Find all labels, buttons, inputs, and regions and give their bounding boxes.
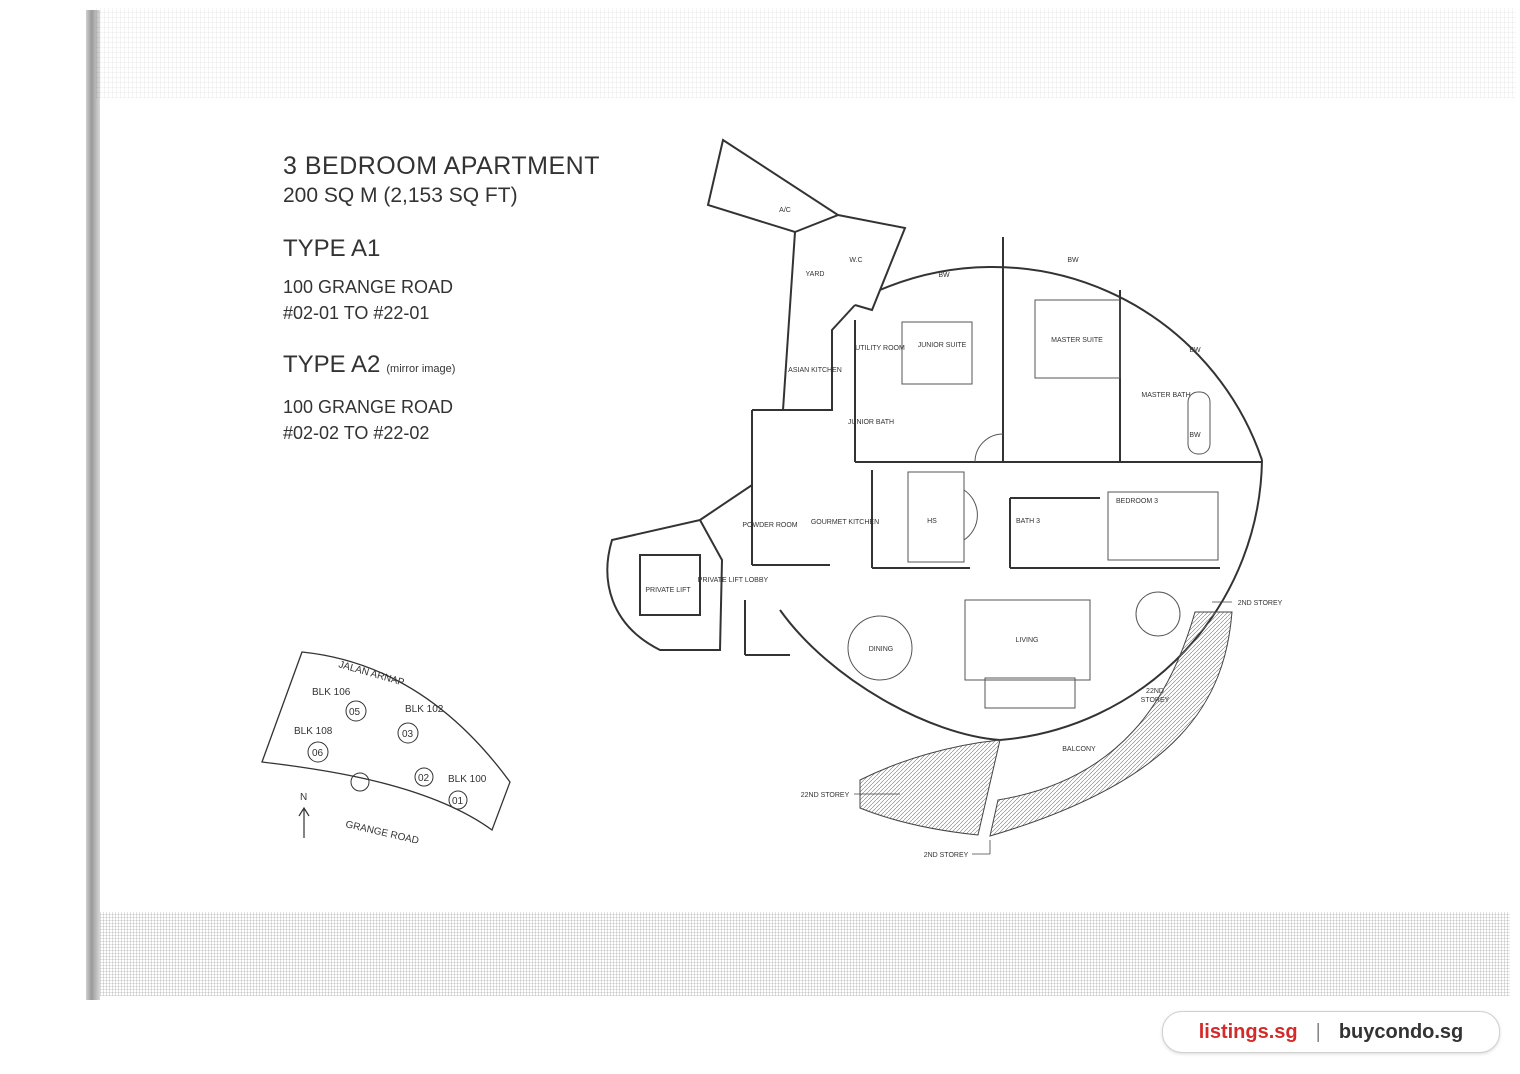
yard-wall bbox=[781, 231, 856, 411]
site-plan: JALAN ARNAP GRANGE ROAD BLK 106 BLK 102 … bbox=[261, 651, 511, 847]
label-ac: A/C bbox=[779, 207, 791, 214]
side-table bbox=[1135, 591, 1181, 637]
sofa bbox=[984, 677, 1076, 709]
label-yard: YARD bbox=[806, 271, 825, 278]
type-a2-name: TYPE A2(mirror image) bbox=[283, 351, 456, 378]
unit-info: 3 BEDROOM APARTMENT 200 SQ M (2,153 SQ F… bbox=[283, 150, 600, 446]
label-private-lift-lobby: PRIVATE LIFT LOBBY bbox=[698, 577, 769, 584]
balcony-hatch-right bbox=[989, 611, 1233, 837]
junior-bed bbox=[901, 321, 973, 385]
label-powder-room: POWDER ROOM bbox=[742, 522, 797, 529]
label-master-suite: MASTER SUITE bbox=[1051, 337, 1103, 344]
label-wc: W.C bbox=[849, 257, 862, 264]
label-gourmet-kitchen: GOURMET KITCHEN bbox=[811, 519, 879, 526]
lift-lobby-bump bbox=[606, 518, 724, 651]
label-bw-bath2: BW bbox=[1189, 432, 1201, 439]
site-blk-100: BLK 100 bbox=[448, 774, 487, 785]
label-2nd-storey-bottom: 2ND STOREY bbox=[924, 852, 969, 859]
type-a1-name: TYPE A1 bbox=[283, 235, 381, 262]
label-asian-kitchen: ASIAN KITCHEN bbox=[788, 367, 842, 374]
site-unit-05: 05 bbox=[349, 707, 361, 718]
site-unit-06: 06 bbox=[312, 748, 324, 759]
scan-noise-top bbox=[96, 8, 1516, 98]
private-lift-shaft bbox=[639, 554, 701, 616]
mirror-note: (mirror image) bbox=[386, 363, 456, 375]
label-22nd-left: 22ND STOREY bbox=[801, 792, 850, 799]
hs-block bbox=[907, 471, 965, 563]
brand-badge[interactable]: listings.sg | buycondo.sg bbox=[1162, 1011, 1500, 1053]
site-blk-106: BLK 106 bbox=[312, 687, 351, 698]
scan-noise-bottom bbox=[100, 912, 1510, 996]
north-arrow-icon bbox=[298, 806, 310, 838]
type-a2-address: 100 GRANGE ROAD #02-02 TO #22-02 bbox=[283, 397, 454, 443]
dining-table bbox=[847, 615, 913, 681]
apartment-title: 3 BEDROOM APARTMENT bbox=[283, 152, 600, 180]
label-bw-master: BW bbox=[1067, 257, 1079, 264]
label-bath3: BATH 3 bbox=[1016, 518, 1040, 525]
bedroom3-bed bbox=[1107, 491, 1219, 561]
scan-edge-shadow bbox=[86, 10, 100, 1000]
outer-arc-left bbox=[779, 609, 1001, 741]
site-road-north: JALAN ARNAP bbox=[337, 659, 406, 688]
balcony-hatch-left bbox=[859, 739, 1001, 836]
label-hs: HS bbox=[927, 518, 937, 525]
label-living: LIVING bbox=[1016, 637, 1039, 644]
type-a1-address: 100 GRANGE ROAD #02-01 TO #22-01 bbox=[283, 277, 454, 323]
label-master-bath: MASTER BATH bbox=[1141, 392, 1190, 399]
living-rug bbox=[964, 599, 1091, 681]
site-blk-102: BLK 102 bbox=[405, 704, 444, 715]
label-bedroom3: BEDROOM 3 bbox=[1116, 498, 1158, 505]
north-label: N bbox=[300, 792, 307, 803]
ac-ledge bbox=[706, 138, 841, 234]
label-balcony: BALCONY bbox=[1062, 746, 1096, 753]
label-22nd-right-1: 22ND bbox=[1146, 688, 1164, 695]
brand-listings[interactable]: listings.sg bbox=[1198, 1020, 1298, 1043]
outer-arc-top bbox=[879, 266, 1263, 461]
brand-separator: | bbox=[1315, 1020, 1321, 1043]
site-blk-108: BLK 108 bbox=[294, 726, 333, 737]
master-bed bbox=[1034, 299, 1121, 379]
label-private-lift: PRIVATE LIFT bbox=[645, 587, 691, 594]
bathtub bbox=[1187, 391, 1211, 455]
label-22nd-right-2: STOREY bbox=[1141, 697, 1170, 704]
label-bw-bath: BW bbox=[1189, 347, 1201, 354]
label-2nd-storey-right: 2ND STOREY bbox=[1238, 600, 1283, 607]
site-unit-03: 03 bbox=[402, 729, 414, 740]
label-junior-bath: JUNIOR BATH bbox=[848, 419, 894, 426]
label-bw-junior: BW bbox=[938, 272, 950, 279]
apartment-area: 200 SQ M (2,153 SQ FT) bbox=[283, 184, 518, 207]
wc-wall bbox=[837, 214, 907, 312]
site-road-south: GRANGE ROAD bbox=[344, 819, 420, 847]
label-dining: DINING bbox=[869, 646, 894, 653]
door-swing bbox=[974, 433, 1004, 463]
site-unit-02: 02 bbox=[418, 773, 430, 784]
label-utility-room: UTILITY ROOM bbox=[855, 345, 905, 352]
site-unit-01: 01 bbox=[452, 796, 464, 807]
label-junior-suite: JUNIOR SUITE bbox=[918, 342, 967, 349]
brand-buycondo[interactable]: buycondo.sg bbox=[1338, 1020, 1464, 1043]
